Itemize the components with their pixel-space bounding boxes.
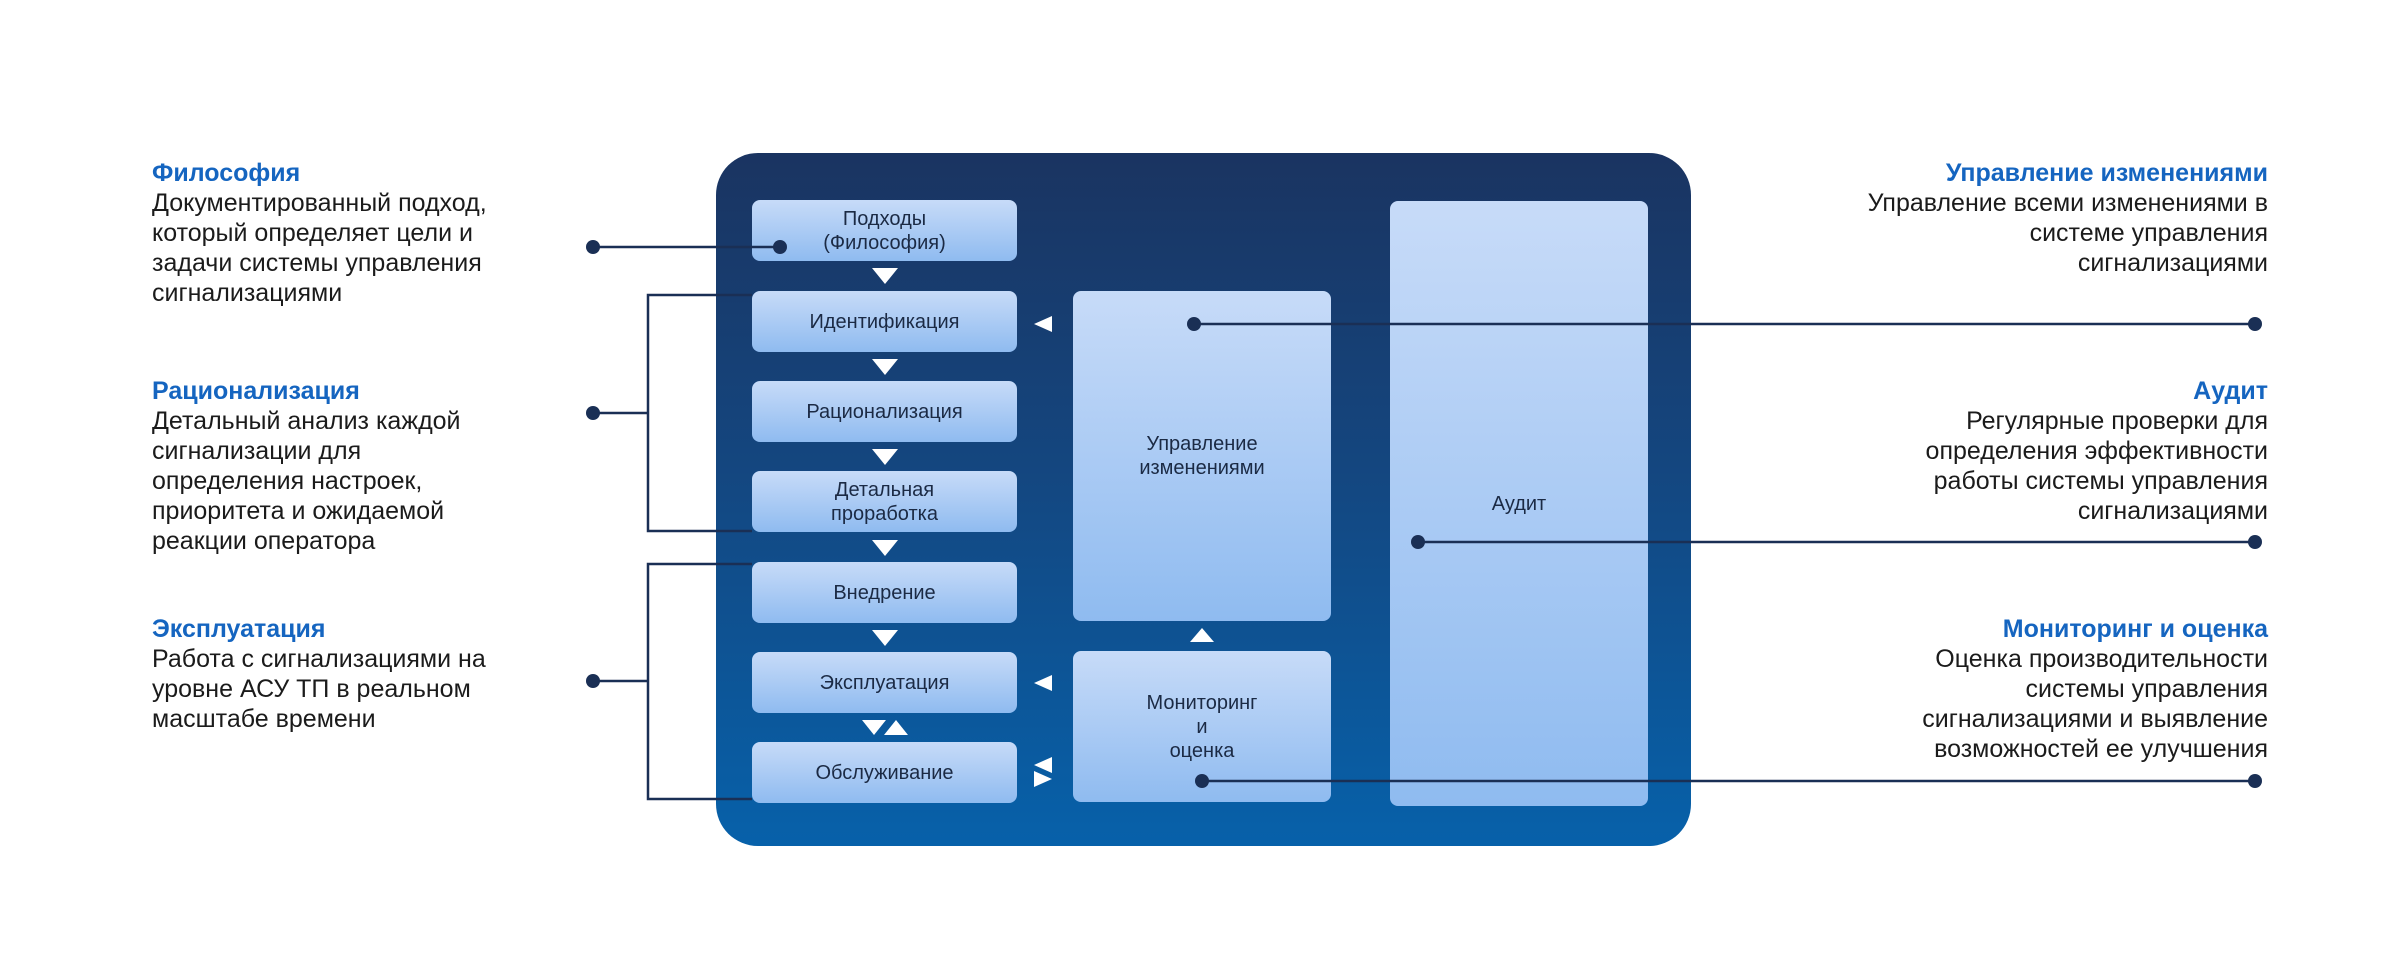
audit-box: Аудит (1390, 201, 1648, 806)
note-monitoring-line: возможностей ее улучшения (1934, 735, 2268, 763)
note-philosophy-line: задачи системы управления (152, 249, 482, 277)
stage-maintenance-label: Обслуживание (815, 761, 954, 784)
note-operation-line: Работа с сигнализациями на (152, 645, 486, 673)
connector-dot (1411, 535, 1425, 549)
note-operation-title: Эксплуатация (152, 615, 326, 643)
arrow-up-icon (1190, 628, 1214, 642)
note-monitoring-title: Мониторинг и оценка (2002, 615, 2268, 643)
stage-approaches-line: (Философия) (823, 231, 946, 254)
note-change-management: Управление изменениями Управление всеми … (1838, 158, 2268, 278)
note-rationalization-title: Рационализация (152, 377, 360, 405)
audit-label: Аудит (1491, 492, 1547, 515)
arrow-left-icon (1034, 316, 1052, 332)
connector-dot (586, 240, 600, 254)
arrow-down-icon (872, 630, 898, 646)
arrow-down-icon (872, 449, 898, 465)
note-philosophy-line: сигнализациями (152, 279, 343, 307)
note-audit-title: Аудит (2193, 377, 2268, 405)
note-philosophy-title: Философия (152, 159, 301, 187)
stage-rationalization-label: Рационализация (806, 400, 963, 423)
connector-dot (1187, 317, 1201, 331)
note-audit-line: сигнализациями (2077, 497, 2268, 525)
note-rationalization-line: сигнализации для (152, 437, 362, 465)
monitoring-line: оценка (1169, 739, 1235, 762)
note-monitoring-line: Оценка производительности (1935, 645, 2268, 673)
note-philosophy: Философия Документированный подход, кото… (152, 158, 582, 308)
note-philosophy-line: который определяет цели и (152, 219, 473, 247)
note-rationalization-line: определения настроек, (152, 467, 423, 495)
note-operation: Эксплуатация Работа с сигнализациями на … (152, 614, 582, 734)
note-audit: Аудит Регулярные проверки для определени… (1838, 376, 2268, 526)
stage-maintenance: Обслуживание (752, 742, 1017, 803)
arrow-left-icon (1034, 675, 1052, 691)
note-change-management-line: сигнализациями (2077, 249, 2268, 277)
note-rationalization-line: приоритета и ожидаемой (152, 497, 445, 525)
note-audit-line: определения эффективности (1925, 437, 2268, 465)
connector-dot (2248, 774, 2262, 788)
note-rationalization-line: Детальный анализ каждой (152, 407, 461, 435)
note-change-management-title: Управление изменениями (1945, 159, 2268, 187)
stage-implementation-label: Внедрение (833, 581, 936, 604)
note-audit-line: Регулярные проверки для (1966, 407, 2268, 435)
note-operation-line: уровне АСУ ТП в реальном (152, 675, 471, 703)
note-audit-line: работы системы управления (1933, 467, 2268, 495)
stage-operation: Эксплуатация (752, 652, 1017, 713)
arrow-down-icon (872, 268, 898, 284)
note-change-management-line: системе управления (2029, 219, 2268, 247)
stage-implementation: Внедрение (752, 562, 1017, 623)
arrow-down-icon (872, 359, 898, 375)
arrow-down-icon (872, 540, 898, 556)
connector-dot (586, 406, 600, 420)
note-rationalization-line: реакции оператора (152, 527, 376, 555)
monitoring-line: Мониторинг (1146, 691, 1258, 714)
arrow-up-icon (884, 720, 908, 735)
stage-rationalization: Рационализация (752, 381, 1017, 442)
monitoring-line: и (1196, 715, 1208, 738)
note-change-management-line: Управление всеми изменениями в (1867, 189, 2268, 217)
arrow-down-icon (862, 720, 886, 735)
connector-dot (773, 240, 787, 254)
note-rationalization: Рационализация Детальный анализ каждой с… (152, 376, 582, 556)
connector-dot (586, 674, 600, 688)
note-operation-line: масштабе времени (152, 705, 376, 733)
connector-dot (2248, 317, 2262, 331)
stage-identification-label: Идентификация (809, 310, 960, 333)
change-management-line: Управление (1146, 433, 1258, 455)
arrow-left-icon (1034, 757, 1052, 773)
connector-dot (2248, 535, 2262, 549)
stage-approaches-line: Подходы (842, 207, 927, 230)
note-philosophy-line: Документированный подход, (152, 189, 487, 217)
note-monitoring-line: системы управления (2025, 675, 2269, 703)
bracket-rationalization (646, 293, 752, 533)
stage-detailed-design-line: Детальная (834, 478, 935, 501)
bracket-operation (646, 562, 752, 801)
stage-approaches: Подходы(Философия) (752, 200, 1017, 261)
note-monitoring: Мониторинг и оценка Оценка производитель… (1838, 614, 2268, 764)
arrow-right-icon (1034, 771, 1052, 787)
change-management-line: изменениями (1139, 457, 1265, 479)
note-monitoring-line: сигнализациями и выявление (1922, 705, 2268, 733)
stage-operation-label: Эксплуатация (819, 671, 950, 694)
connector-dot (1195, 774, 1209, 788)
stage-identification: Идентификация (752, 291, 1017, 352)
stage-detailed-design-line: проработка (831, 502, 938, 525)
